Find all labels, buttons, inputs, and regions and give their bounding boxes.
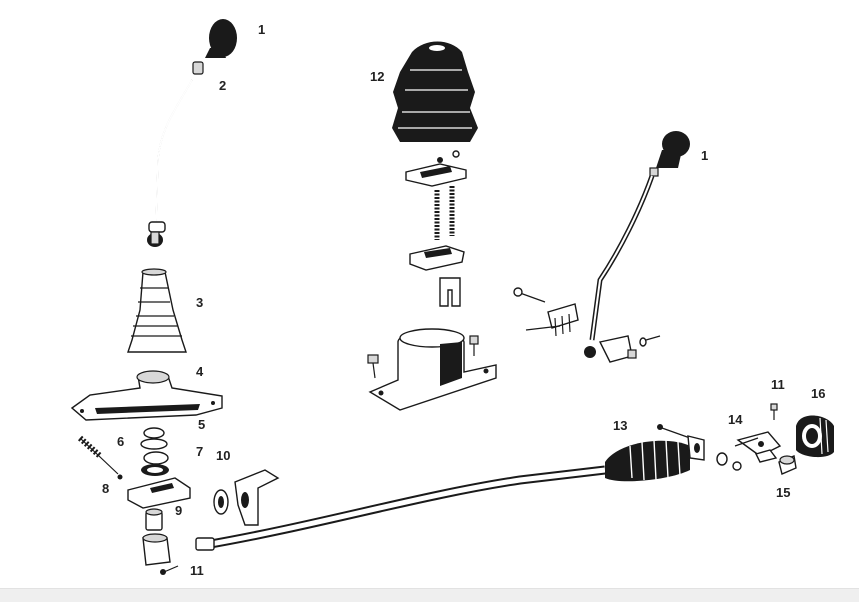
rod-boot bbox=[605, 439, 690, 482]
label-base-plate: 4 bbox=[196, 364, 204, 379]
gaiter-small bbox=[127, 268, 187, 353]
gear-knob-right bbox=[649, 131, 690, 177]
washer-top bbox=[140, 427, 168, 450]
coupling bbox=[778, 455, 797, 475]
label-knob-right: 1 bbox=[701, 148, 708, 163]
screw-right bbox=[770, 403, 778, 420]
bracket bbox=[213, 469, 280, 526]
shift-rod bbox=[195, 465, 606, 551]
washer-lower bbox=[141, 451, 169, 476]
screw-left bbox=[160, 565, 179, 575]
label-boot-large: 12 bbox=[370, 69, 384, 84]
spring-pin bbox=[77, 435, 123, 480]
footer-strip bbox=[0, 588, 859, 602]
label-knob-left: 1 bbox=[258, 22, 265, 37]
boot-end bbox=[796, 415, 834, 458]
spring-pair bbox=[434, 186, 455, 240]
label-gaiter-small: 3 bbox=[196, 295, 203, 310]
shift-lever-left bbox=[147, 79, 193, 247]
bush bbox=[142, 508, 171, 566]
gear-shift-parts-diagram: 1 2 3 4 5 6 7 8 9 10 11 12 1 13 14 11 16… bbox=[70, 19, 834, 578]
selector-block bbox=[127, 477, 191, 509]
gear-knob-left bbox=[205, 19, 237, 58]
shift-lever-right bbox=[584, 175, 655, 363]
selector-fork bbox=[439, 277, 461, 307]
rod-end-bolt bbox=[657, 424, 705, 461]
label-universal-joint: 14 bbox=[728, 412, 743, 427]
label-boot-end: 16 bbox=[811, 386, 825, 401]
shift-housing bbox=[367, 328, 497, 411]
middle-plate bbox=[409, 245, 465, 271]
ball-joint bbox=[192, 61, 204, 75]
boot-large bbox=[392, 41, 478, 142]
lever-hardware bbox=[513, 287, 661, 347]
label-washer-top: 5 bbox=[198, 417, 205, 432]
top-plate bbox=[405, 150, 467, 187]
label-bracket: 10 bbox=[216, 448, 230, 463]
label-coupling: 15 bbox=[776, 485, 790, 500]
label-bush: 9 bbox=[175, 503, 182, 518]
label-screw-right: 11 bbox=[771, 377, 785, 392]
label-bolt: 8 bbox=[102, 481, 109, 496]
label-ball-joint: 2 bbox=[219, 78, 226, 93]
label-screw-left: 11 bbox=[190, 563, 204, 578]
base-plate bbox=[70, 370, 223, 421]
universal-joint bbox=[716, 431, 782, 471]
label-washer-lower: 7 bbox=[196, 444, 203, 459]
label-rod-boot: 13 bbox=[613, 418, 627, 433]
label-spring-pin: 6 bbox=[117, 434, 124, 449]
